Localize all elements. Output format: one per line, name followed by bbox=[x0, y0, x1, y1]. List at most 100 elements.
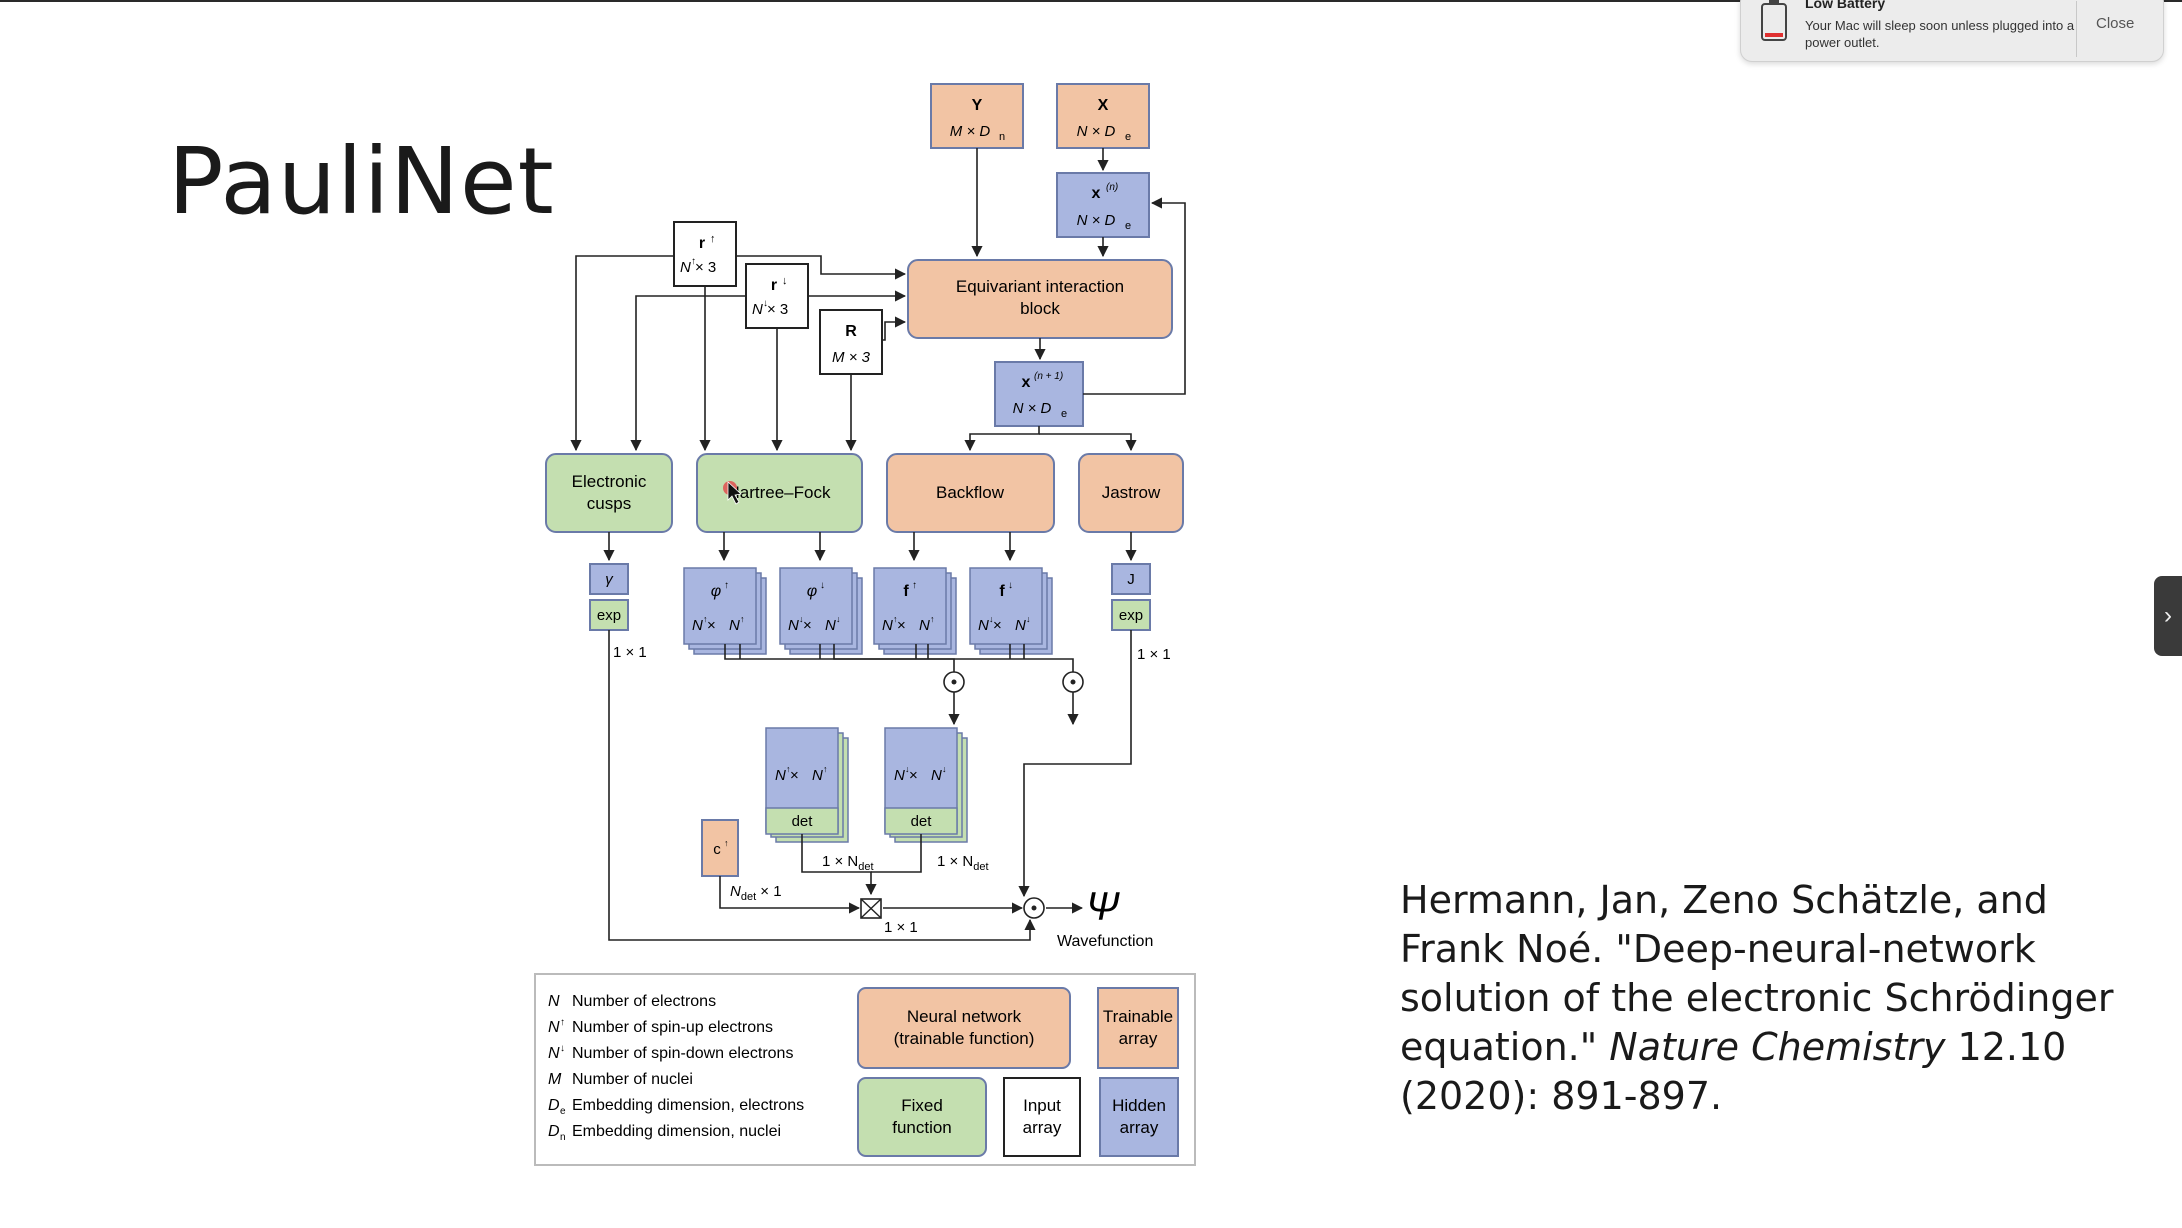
svg-text:↑: ↑ bbox=[912, 580, 917, 591]
chevron-right-icon: › bbox=[2164, 602, 2172, 629]
legend-trainable-array: Trainable array bbox=[1097, 987, 1179, 1069]
det-up-stack: N ↑ × N ↑ det bbox=[765, 727, 849, 843]
svg-text:Trainable: Trainable bbox=[1103, 1007, 1173, 1026]
low-battery-notification[interactable]: Low Battery Your Mac will sleep soon unl… bbox=[1740, 0, 2164, 62]
svg-text:X: X bbox=[1098, 97, 1109, 114]
svg-text:e: e bbox=[1125, 220, 1131, 232]
svg-text:↓: ↓ bbox=[989, 614, 994, 624]
notification-close-button[interactable]: Close bbox=[2096, 15, 2135, 32]
notification-divider bbox=[2076, 1, 2077, 57]
ndet-up-label: 1 × Ndet bbox=[822, 853, 874, 873]
svg-text:× 3: × 3 bbox=[767, 301, 788, 318]
svg-text:Number of electrons: Number of electrons bbox=[572, 993, 716, 1010]
svg-text:Electronic: Electronic bbox=[572, 472, 647, 491]
citation: Hermann, Jan, Zeno Schätzle, and Frank N… bbox=[1400, 878, 2114, 1118]
svg-text:↑: ↑ bbox=[703, 614, 708, 624]
wavefunction-label: Wavefunction bbox=[1057, 933, 1153, 950]
electronic-cusps-module: Electronic cusps bbox=[545, 453, 673, 533]
svg-text:x: x bbox=[1022, 374, 1031, 391]
svg-text:Hidden: Hidden bbox=[1112, 1096, 1166, 1115]
svg-text:(trainable function): (trainable function) bbox=[894, 1029, 1035, 1048]
svg-text:exp: exp bbox=[597, 607, 621, 624]
svg-text:array: array bbox=[1120, 1118, 1159, 1137]
svg-text:N: N bbox=[978, 617, 989, 634]
input-X-box: X N × D e bbox=[1056, 83, 1150, 149]
svg-text:↑: ↑ bbox=[560, 1017, 565, 1028]
svg-text:D: D bbox=[548, 1123, 560, 1140]
svg-text:Backflow: Backflow bbox=[936, 483, 1005, 502]
svg-text:×: × bbox=[897, 617, 906, 634]
svg-text:↓: ↓ bbox=[905, 764, 910, 774]
svg-text:↑: ↑ bbox=[786, 764, 791, 774]
det-down-stack: N ↓ × N ↓ det bbox=[884, 727, 968, 843]
psi-symbol: Ψ bbox=[1086, 885, 1120, 929]
hidden-xn-box: x (n) N × D e bbox=[1056, 172, 1150, 238]
svg-text:N: N bbox=[548, 1019, 560, 1036]
legend-item: N↑Number of spin-up electrons bbox=[548, 1017, 773, 1036]
svg-text:array: array bbox=[1119, 1029, 1158, 1048]
svg-text:e: e bbox=[1061, 408, 1067, 420]
c-up-array: c ↑ bbox=[701, 819, 739, 877]
jastrow-size-label: 1 × 1 bbox=[1137, 646, 1171, 663]
legend-neural-network: Neural network (trainable function) bbox=[857, 987, 1071, 1069]
product-box-symbol bbox=[860, 898, 882, 919]
jastrow-module: Jastrow bbox=[1078, 453, 1184, 533]
f-down-array: f ↓ N ↓ × N ↓ bbox=[969, 567, 1053, 655]
svg-text:N: N bbox=[882, 617, 893, 634]
svg-text:×: × bbox=[790, 767, 799, 784]
legend-item: N↓Number of spin-down electrons bbox=[548, 1043, 793, 1062]
svg-text:f: f bbox=[999, 583, 1005, 600]
input-R-box: R M × 3 bbox=[819, 309, 883, 375]
svg-text:N: N bbox=[825, 617, 836, 634]
svg-text:N × D: N × D bbox=[1077, 123, 1116, 140]
svg-text:n: n bbox=[999, 131, 1005, 143]
svg-text:r: r bbox=[771, 277, 777, 294]
legend-hidden-array: Hidden array bbox=[1099, 1077, 1179, 1157]
svg-text:(n + 1): (n + 1) bbox=[1034, 371, 1063, 382]
svg-text:N: N bbox=[894, 767, 905, 784]
svg-text:det: det bbox=[911, 813, 933, 830]
svg-text:Embedding dimension, nuclei: Embedding dimension, nuclei bbox=[572, 1123, 781, 1140]
svg-text:↑: ↑ bbox=[740, 614, 745, 624]
svg-text:N: N bbox=[752, 301, 763, 318]
svg-text:x: x bbox=[1092, 185, 1101, 202]
svg-text:e: e bbox=[560, 1106, 566, 1117]
svg-text:c: c bbox=[713, 841, 721, 858]
svg-text:γ: γ bbox=[605, 571, 614, 588]
battery-low-icon bbox=[1761, 0, 1787, 41]
svg-text:×: × bbox=[707, 617, 716, 634]
window-top-border bbox=[0, 0, 2182, 2]
svg-text:N: N bbox=[548, 1045, 560, 1062]
svg-text:×: × bbox=[909, 767, 918, 784]
input-Y-box: Y M × D n bbox=[930, 83, 1024, 149]
input-r-down-box: r ↓ N ↓ × 3 bbox=[745, 263, 809, 329]
svg-text:Jastrow: Jastrow bbox=[1102, 483, 1161, 502]
svg-text:N: N bbox=[812, 767, 823, 784]
svg-text:r: r bbox=[699, 235, 705, 252]
svg-text:N: N bbox=[919, 617, 930, 634]
svg-text:↓: ↓ bbox=[799, 614, 804, 624]
slide-title: PauliNet bbox=[168, 128, 555, 235]
svg-text:exp: exp bbox=[1119, 607, 1143, 624]
svg-text:φ: φ bbox=[807, 583, 817, 600]
phi-up-array: φ ↑ N ↑ × N ↑ bbox=[683, 567, 767, 655]
svg-text:N × D: N × D bbox=[1077, 212, 1116, 229]
svg-text:N: N bbox=[788, 617, 799, 634]
svg-text:Embedding dimension, electrons: Embedding dimension, electrons bbox=[572, 1097, 804, 1114]
side-panel-toggle[interactable]: › bbox=[2154, 576, 2182, 656]
svg-text:↑: ↑ bbox=[930, 614, 935, 624]
svg-text:J: J bbox=[1127, 571, 1135, 588]
svg-text:N: N bbox=[931, 767, 942, 784]
odot-down bbox=[1062, 671, 1084, 693]
svg-text:Number of nuclei: Number of nuclei bbox=[572, 1071, 693, 1088]
svg-text:Fixed: Fixed bbox=[901, 1096, 943, 1115]
svg-text:Equivariant interaction: Equivariant interaction bbox=[956, 277, 1124, 296]
svg-text:↑: ↑ bbox=[691, 256, 696, 267]
product-size-label: 1 × 1 bbox=[884, 919, 918, 936]
svg-text:N: N bbox=[680, 259, 691, 276]
svg-text:×: × bbox=[803, 617, 812, 634]
exp-cusps: exp bbox=[589, 599, 629, 631]
odot-final bbox=[1023, 897, 1045, 919]
